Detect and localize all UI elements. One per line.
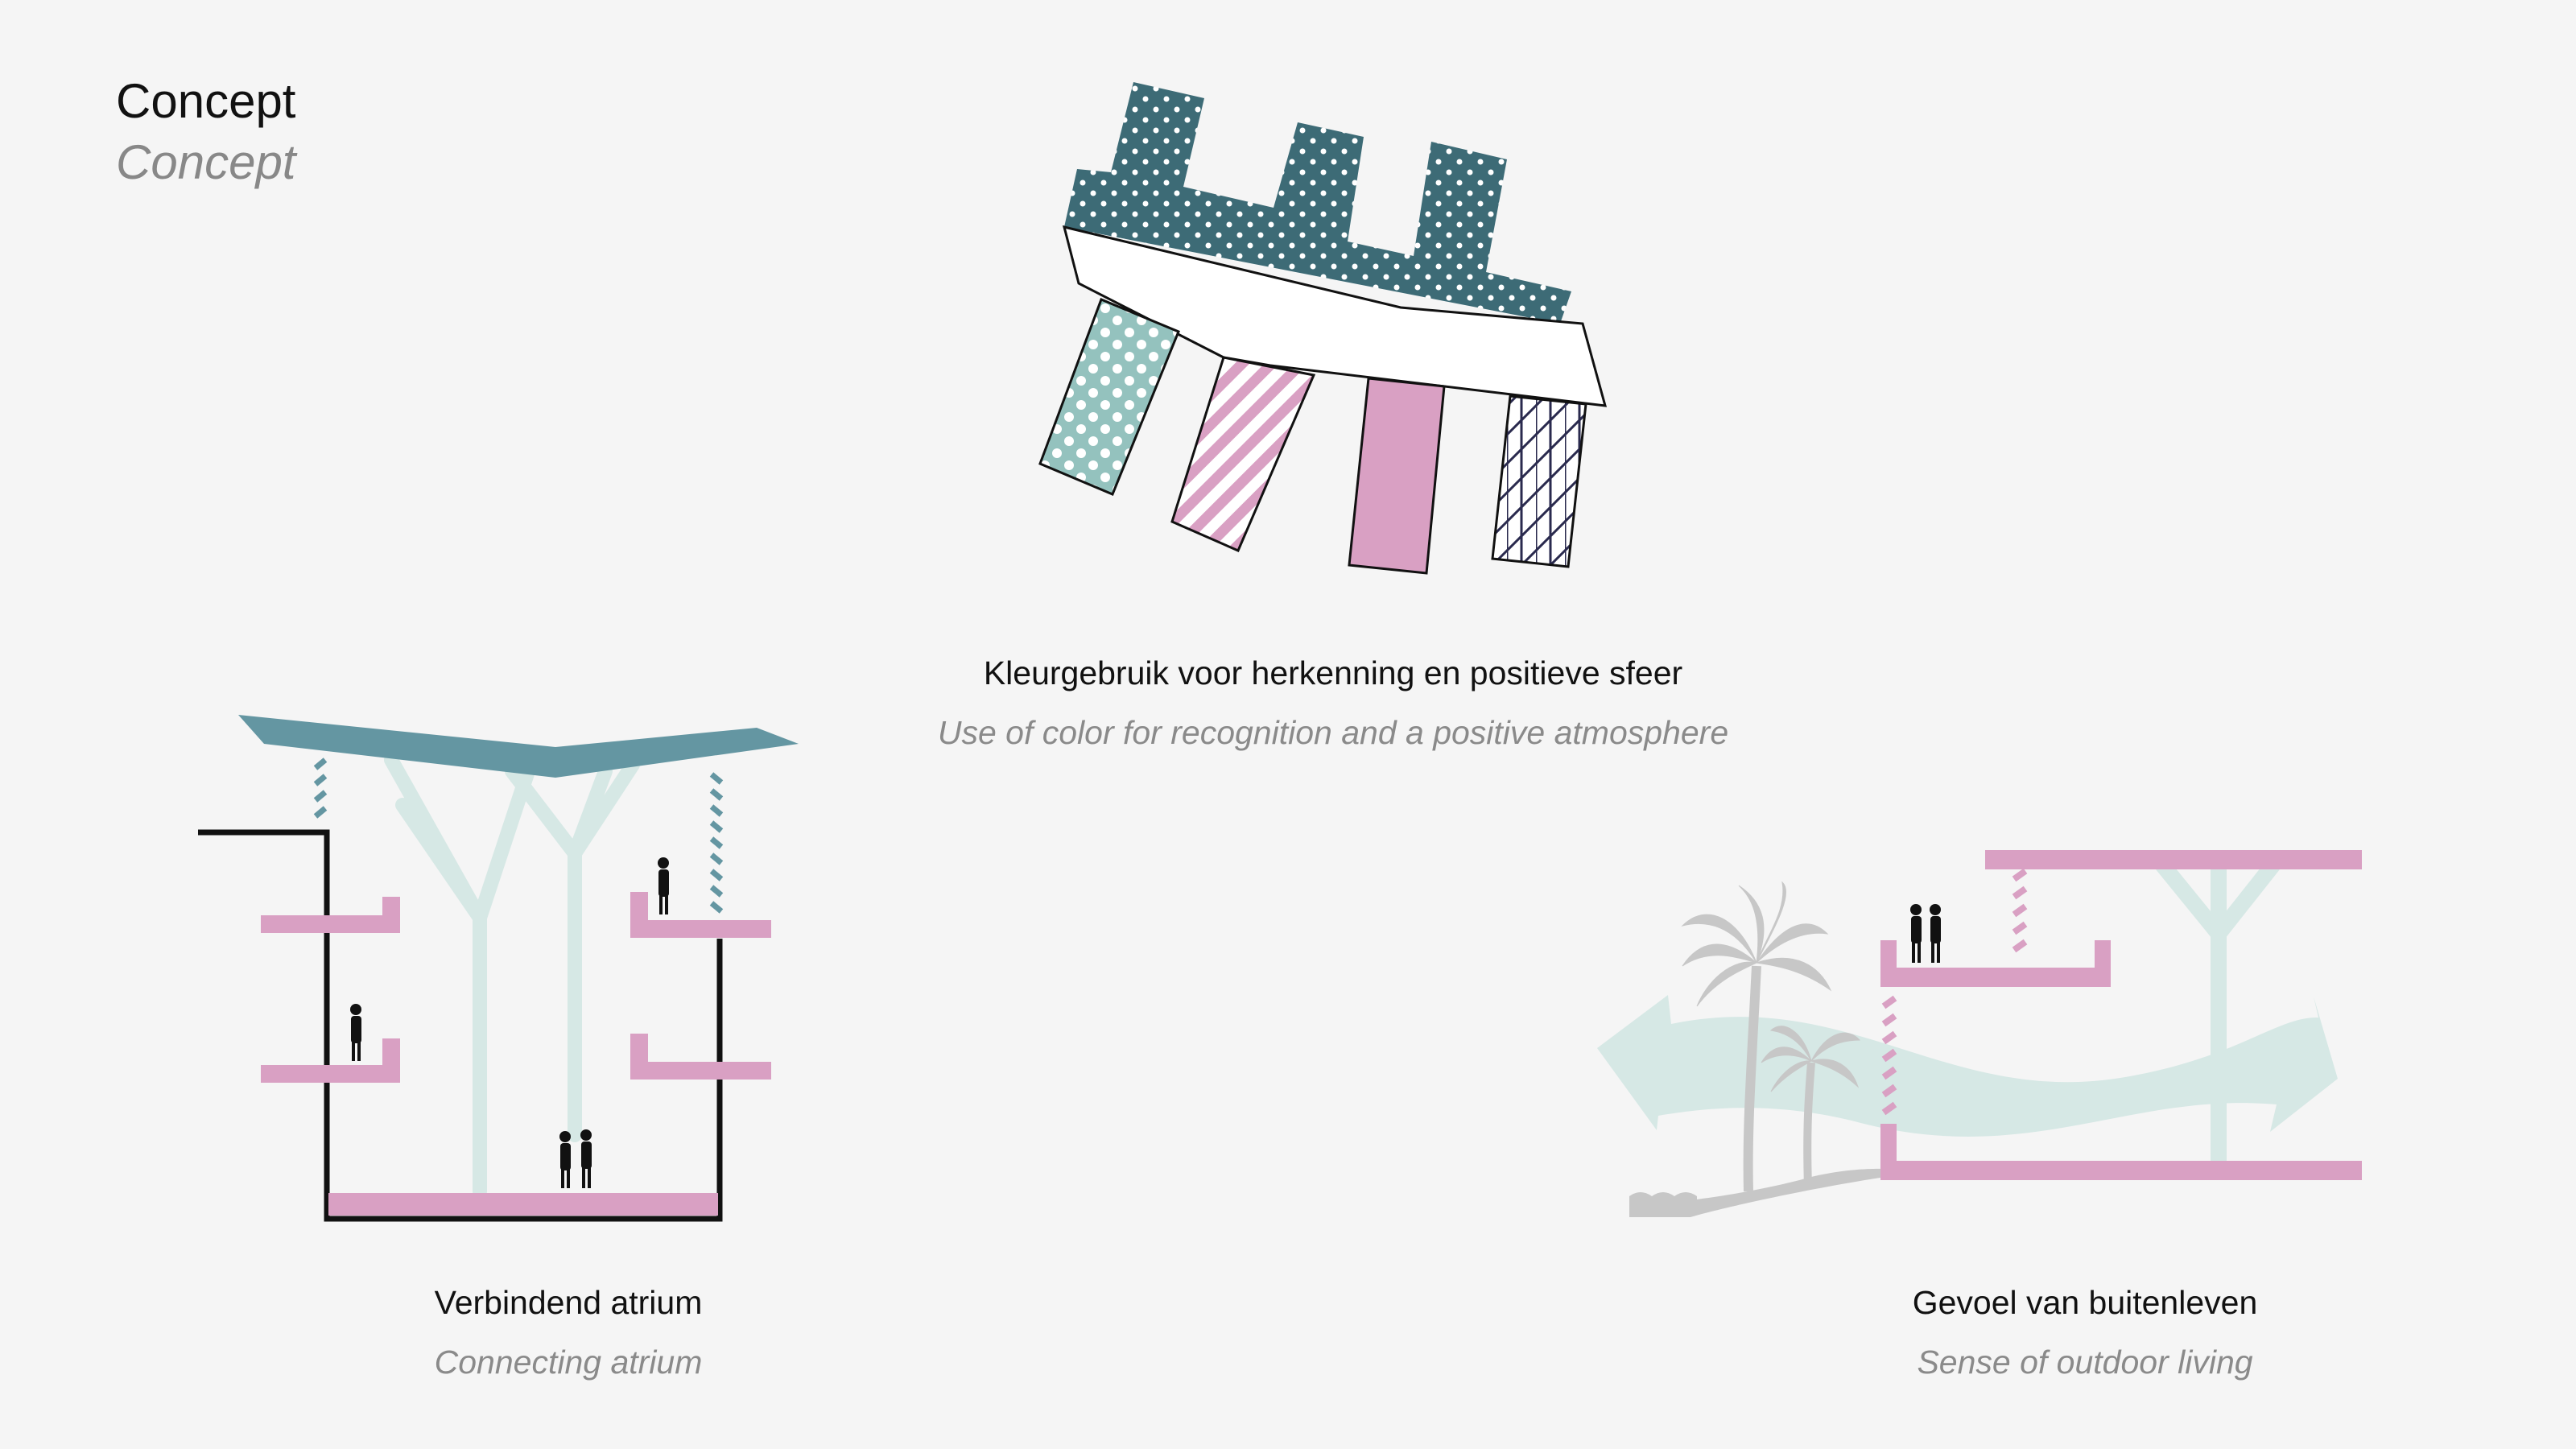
caption-atrium: Verbindend atrium Connecting atrium <box>327 1278 810 1386</box>
caption-atrium-title: Verbindend atrium <box>434 1284 703 1321</box>
atrium-people <box>350 857 669 1188</box>
caption-atrium-subtitle: Connecting atrium <box>434 1344 703 1381</box>
outdoor-people <box>1910 904 1941 963</box>
page-heading: Concept Concept <box>116 71 295 193</box>
caption-color: Kleurgebruik voor herkenning en positiev… <box>850 649 1816 757</box>
page-subtitle: Concept <box>116 135 296 189</box>
caption-outdoor-title: Gevoel van buitenleven <box>1912 1284 2258 1321</box>
pink-solid-leg <box>1348 377 1446 575</box>
atrium-illustration <box>198 715 799 1222</box>
caption-color-subtitle: Use of color for recognition and a posit… <box>937 714 1729 751</box>
color-concept-illustration <box>1038 82 1608 575</box>
dotted-building-mass <box>1064 82 1571 324</box>
caption-color-title: Kleurgebruik voor herkenning en positiev… <box>983 654 1683 691</box>
caption-outdoor: Gevoel van buitenleven Sense of outdoor … <box>1843 1278 2326 1386</box>
atrium-ground-floor <box>328 1193 718 1216</box>
outdoor-illustration <box>1597 850 2362 1217</box>
caption-outdoor-subtitle: Sense of outdoor living <box>1917 1344 2253 1381</box>
pink-striped-leg <box>1170 356 1316 552</box>
outdoor-ground-slab <box>1880 1161 2362 1180</box>
outdoor-roof-slab <box>1985 850 2362 869</box>
palm-trees <box>1681 881 1861 1192</box>
mint-dotted-leg <box>1038 298 1180 496</box>
atrium-roof <box>238 715 799 778</box>
page-title: Concept <box>116 74 296 128</box>
navy-hatched-leg <box>1491 394 1587 568</box>
